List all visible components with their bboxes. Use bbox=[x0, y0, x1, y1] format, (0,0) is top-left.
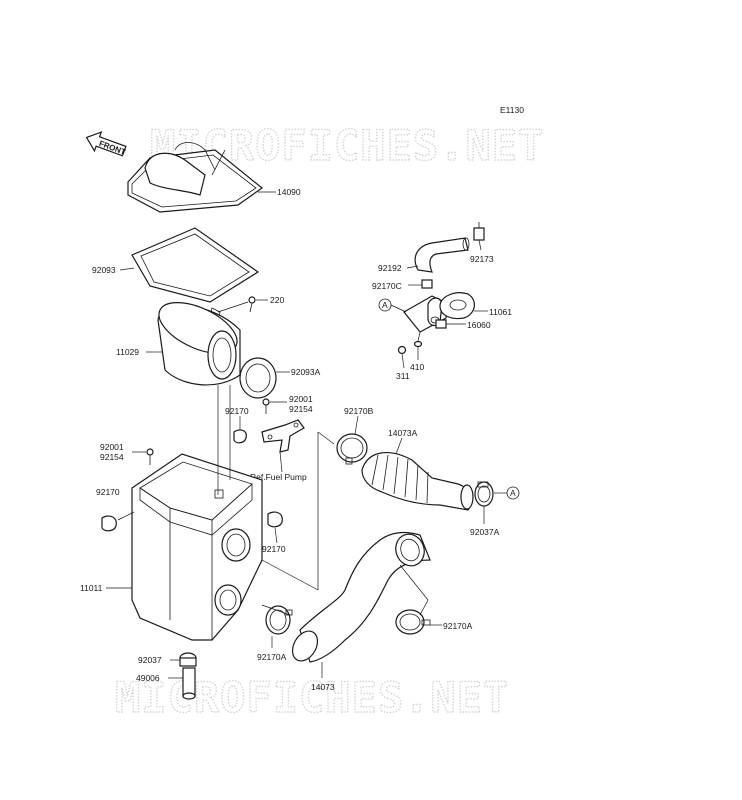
intake-duct-14073 bbox=[291, 531, 431, 663]
diagram-code: E1130 bbox=[500, 105, 524, 115]
front-arrow-icon: FRONT bbox=[85, 131, 127, 157]
clamp-92173 bbox=[473, 222, 485, 241]
label-92170C: 92170C bbox=[372, 281, 402, 291]
label-92093: 92093 bbox=[92, 265, 116, 275]
label-220: 220 bbox=[270, 295, 284, 305]
label-311: 311 bbox=[396, 371, 410, 381]
drain-clamp bbox=[179, 652, 197, 667]
clip-92170-right bbox=[267, 511, 283, 528]
washer-410 bbox=[413, 340, 423, 348]
label-92037A: 92037A bbox=[470, 527, 500, 537]
callout-a-right: A bbox=[510, 488, 516, 498]
clip-92170-left bbox=[101, 515, 117, 532]
label-16060: 16060 bbox=[467, 320, 491, 330]
ring-92093A bbox=[239, 357, 277, 399]
label-92170A-right: 92170A bbox=[443, 621, 473, 631]
label-11029: 11029 bbox=[116, 347, 139, 357]
clamp-92037A bbox=[474, 481, 494, 507]
breather-hose-92192 bbox=[414, 237, 470, 273]
clamp-92170A-left bbox=[265, 605, 293, 635]
label-92170A-left: 92170A bbox=[257, 652, 287, 662]
label-11061: 11061 bbox=[489, 307, 512, 317]
callout-a-left: A bbox=[382, 300, 388, 310]
air-box-housing bbox=[131, 453, 263, 641]
label-11011: 11011 bbox=[80, 583, 103, 593]
bolt-left bbox=[146, 448, 154, 465]
label-92170-left: 92170 bbox=[96, 487, 120, 497]
label-49006: 49006 bbox=[136, 673, 160, 683]
label-92154-left: 92154 bbox=[100, 452, 124, 462]
label-92173: 92173 bbox=[470, 254, 494, 264]
callout-circle-right bbox=[506, 486, 520, 500]
label-410: 410 bbox=[410, 362, 424, 372]
screw-311 bbox=[397, 345, 407, 355]
label-92170B: 92170B bbox=[344, 406, 374, 416]
label-92037: 92037 bbox=[138, 655, 162, 665]
screw-220 bbox=[248, 296, 256, 313]
fuel-pump-bracket bbox=[261, 419, 305, 453]
drain-tube bbox=[182, 667, 196, 700]
clip-92170C bbox=[421, 279, 433, 289]
label-92170-right: 92170 bbox=[262, 544, 286, 554]
label-14073: 14073 bbox=[311, 682, 335, 692]
bolt-upper bbox=[262, 398, 270, 414]
gasket bbox=[131, 227, 260, 303]
air-box-cover bbox=[127, 142, 263, 213]
clamp-92170B bbox=[336, 433, 368, 465]
label-92001-upper: 92001 bbox=[289, 394, 313, 404]
part-16060 bbox=[435, 319, 447, 329]
gasket-11061 bbox=[439, 292, 475, 320]
label-92154-upper: 92154 bbox=[289, 404, 313, 414]
label-92093A: 92093A bbox=[291, 367, 321, 377]
label-14090: 14090 bbox=[277, 187, 301, 197]
watermark-bottom: MICROFICHES.NET bbox=[115, 673, 509, 722]
label-92192: 92192 bbox=[378, 263, 402, 273]
bellows-duct-14073A bbox=[361, 452, 474, 511]
air-filter-element bbox=[157, 302, 241, 386]
label-92001-left: 92001 bbox=[100, 442, 124, 452]
label-14073A: 14073A bbox=[388, 428, 418, 438]
ref-note: Ref.Fuel Pump bbox=[250, 472, 307, 482]
breather-valve bbox=[403, 295, 449, 333]
label-92170-upper: 92170 bbox=[225, 406, 249, 416]
clamp-92170A-right bbox=[395, 609, 431, 635]
clip-92170-upper bbox=[233, 429, 247, 444]
